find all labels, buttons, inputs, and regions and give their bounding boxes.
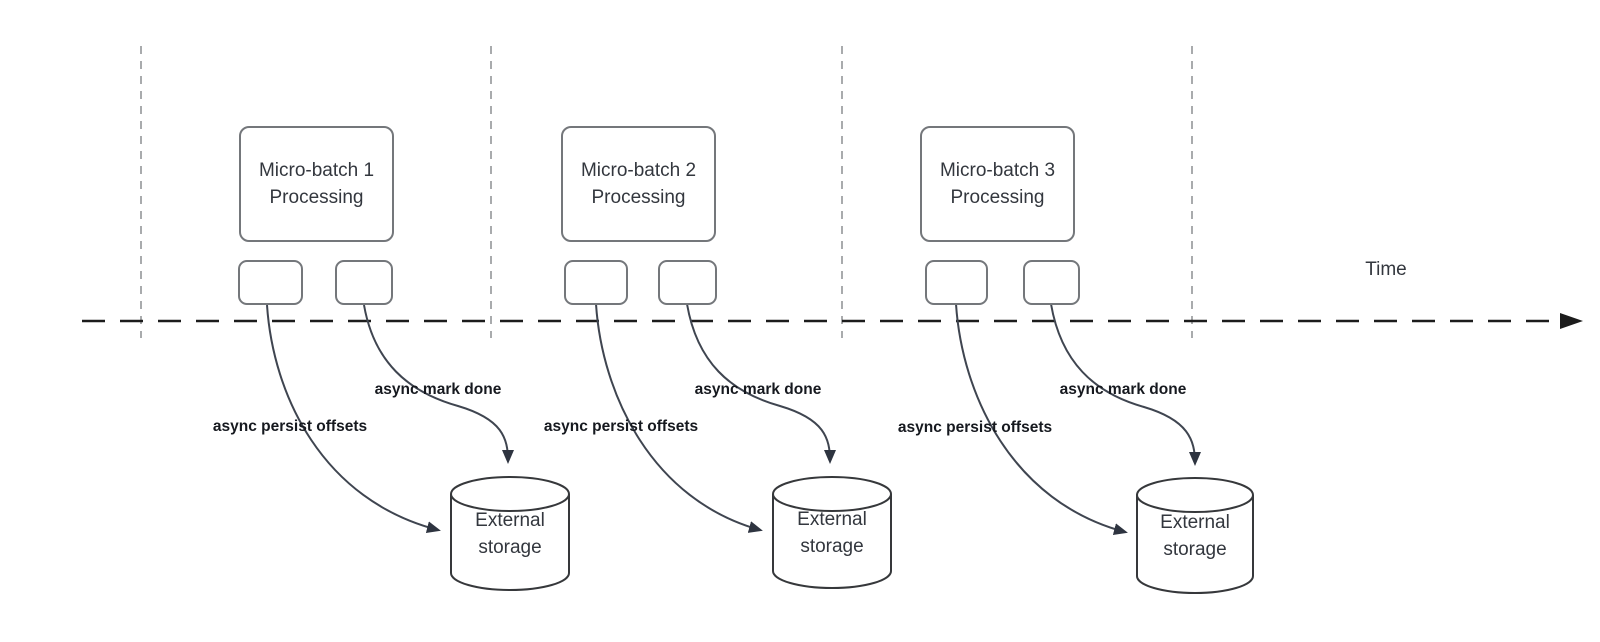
batch2-persist-offsets-label: async persist offsets: [543, 418, 699, 435]
cylinder-top: [1136, 477, 1254, 513]
batch2-external-storage-label: External storage: [797, 509, 867, 557]
micro-batch-3-processing-box: Micro-batch 3 Processing: [920, 126, 1075, 242]
micro-batch-3-title: Micro-batch 3: [939, 160, 1056, 181]
batch3-external-storage-label: External storage: [1160, 512, 1230, 560]
batch1-mark-done-label: async mark done: [374, 381, 502, 398]
batch3-persist-offsets-label: async persist offsets: [897, 419, 1053, 436]
cylinder-body: [772, 494, 892, 589]
batch2-persist-offsets-arrow: [595, 303, 763, 533]
batch1-external-storage-label: External storage: [475, 510, 545, 558]
batch3-mark-done-arrow: [1050, 303, 1201, 466]
storage-cylinder-1: [450, 476, 570, 591]
batch1-persist-offsets-arrow: [266, 304, 441, 534]
batch1-offset-commit-box: [238, 260, 303, 305]
batch1-mark-done-arrow: [363, 304, 514, 464]
batch1-persist-offsets-label: async persist offsets: [212, 418, 368, 435]
cylinder-top: [772, 476, 892, 512]
storage-cylinder-3: [1136, 477, 1254, 594]
micro-batch-1-subtitle: Processing: [269, 187, 364, 208]
cylinder-body: [450, 494, 570, 591]
micro-batch-2-title: Micro-batch 2: [580, 160, 697, 181]
batch2-mark-done-arrow: [686, 303, 836, 464]
cylinder-top: [450, 476, 570, 512]
timeline-arrowhead-icon: [1560, 313, 1583, 329]
batch3-offset-commit-box: [925, 260, 988, 305]
batch2-mark-done-label: async mark done: [694, 381, 822, 398]
time-axis-label: Time: [1365, 259, 1407, 280]
cylinder-body: [1136, 495, 1254, 594]
batch3-mark-done-box: [1023, 260, 1080, 305]
micro-batch-2-processing-box: Micro-batch 2 Processing: [561, 126, 716, 242]
micro-batch-3-subtitle: Processing: [950, 187, 1045, 208]
batch2-mark-done-box: [658, 260, 717, 305]
batch2-offset-commit-box: [564, 260, 628, 305]
batch1-mark-done-box: [335, 260, 393, 305]
batch3-mark-done-label: async mark done: [1059, 381, 1187, 398]
micro-batch-2-subtitle: Processing: [591, 187, 686, 208]
micro-batch-1-title: Micro-batch 1: [258, 160, 375, 181]
micro-batch-1-processing-box: Micro-batch 1 Processing: [239, 126, 394, 242]
storage-cylinder-2: [772, 476, 892, 589]
batch3-persist-offsets-arrow: [955, 303, 1128, 535]
